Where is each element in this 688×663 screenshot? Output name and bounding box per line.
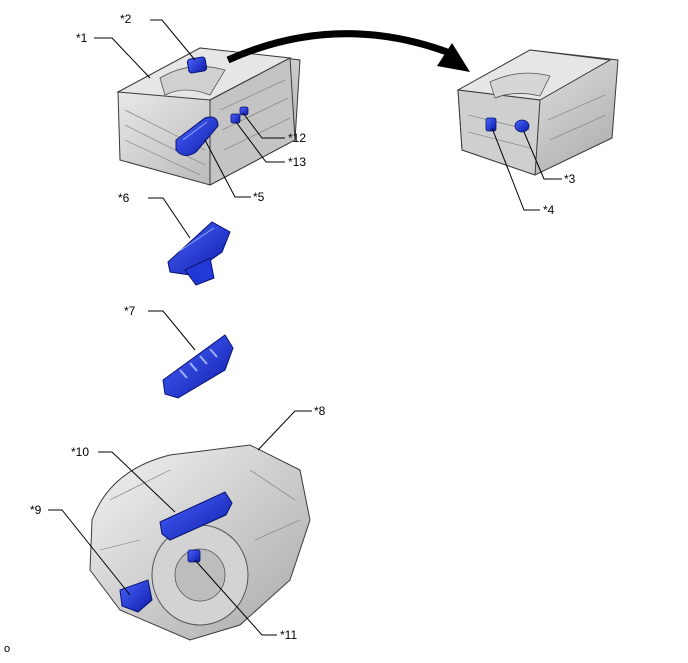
leader-7: [148, 310, 196, 351]
callout-13: *13: [288, 155, 307, 169]
part-6-bracket: [167, 221, 231, 286]
leader-3: [523, 131, 562, 180]
leader-5: [204, 139, 251, 198]
leader-lines: [48, 19, 562, 636]
callout-2: *2: [120, 12, 132, 26]
leader-4: [491, 127, 540, 211]
leader-12: [242, 112, 285, 139]
callout-11: *11: [280, 628, 298, 642]
part-11-connector: [187, 549, 201, 563]
part-9-connector: [119, 579, 153, 613]
callout-12: *12: [288, 131, 307, 145]
leader-6: [148, 197, 191, 239]
transaxle-assembly: [89, 444, 311, 641]
callout-10: *10: [71, 445, 90, 459]
callout-4: *4: [543, 203, 555, 217]
leader-9: [48, 509, 131, 596]
leader-8: [257, 410, 312, 451]
leader-10: [98, 451, 176, 513]
inverter-assembly-front: [116, 47, 301, 186]
part-4-connector: [485, 117, 497, 132]
rotation-arrow: [226, 30, 457, 64]
callout-5: *5: [253, 190, 265, 204]
arrow-head-icon: [437, 43, 470, 72]
part-3-connector: [514, 119, 530, 133]
callout-6: *6: [118, 191, 130, 205]
part-7-grommet: [162, 334, 234, 399]
part-13-plug: [230, 113, 241, 124]
callout-8: *8: [314, 404, 326, 418]
leader-2: [150, 19, 196, 61]
part-2-connector: [186, 56, 208, 74]
part-5-cover: [175, 116, 219, 156]
leader-1: [94, 37, 151, 79]
inverter-assembly-rear: [456, 49, 619, 176]
callout-3: *3: [564, 172, 576, 186]
leader-13: [235, 121, 285, 163]
part-10-cover: [159, 491, 233, 541]
leader-11: [194, 559, 277, 636]
callout-7: *7: [124, 304, 136, 318]
callout-1: *1: [76, 31, 88, 45]
callout-9: *9: [30, 503, 42, 517]
corner-mark: o: [4, 643, 11, 655]
